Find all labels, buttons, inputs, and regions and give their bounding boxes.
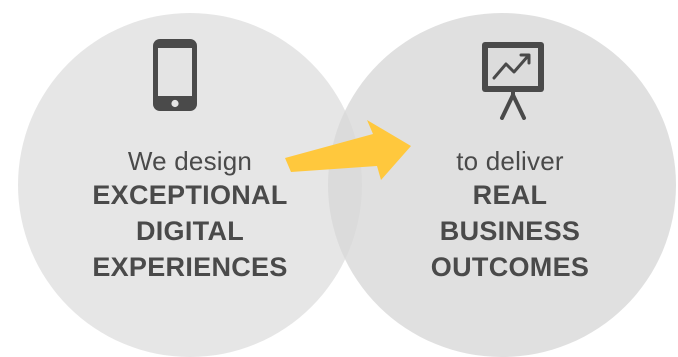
right-line-1: REAL <box>472 180 548 210</box>
right-line-3: OUTCOMES <box>430 252 590 282</box>
smartphone-icon <box>152 38 198 112</box>
left-text-block: We design EXCEPTIONAL DIGITAL EXPERIENCE… <box>60 145 320 285</box>
right-text-block: to deliver REAL BUSINESS OUTCOMES <box>380 145 640 285</box>
presentation-chart-icon <box>478 40 548 120</box>
left-lead-text: We design <box>127 146 253 176</box>
right-line-2: BUSINESS <box>439 216 581 246</box>
left-line-2: DIGITAL <box>135 216 245 246</box>
arrow-right-icon <box>285 120 411 180</box>
left-line-3: EXPERIENCES <box>92 252 288 282</box>
right-lead-text: to deliver <box>456 146 564 176</box>
left-line-1: EXCEPTIONAL <box>92 180 288 210</box>
